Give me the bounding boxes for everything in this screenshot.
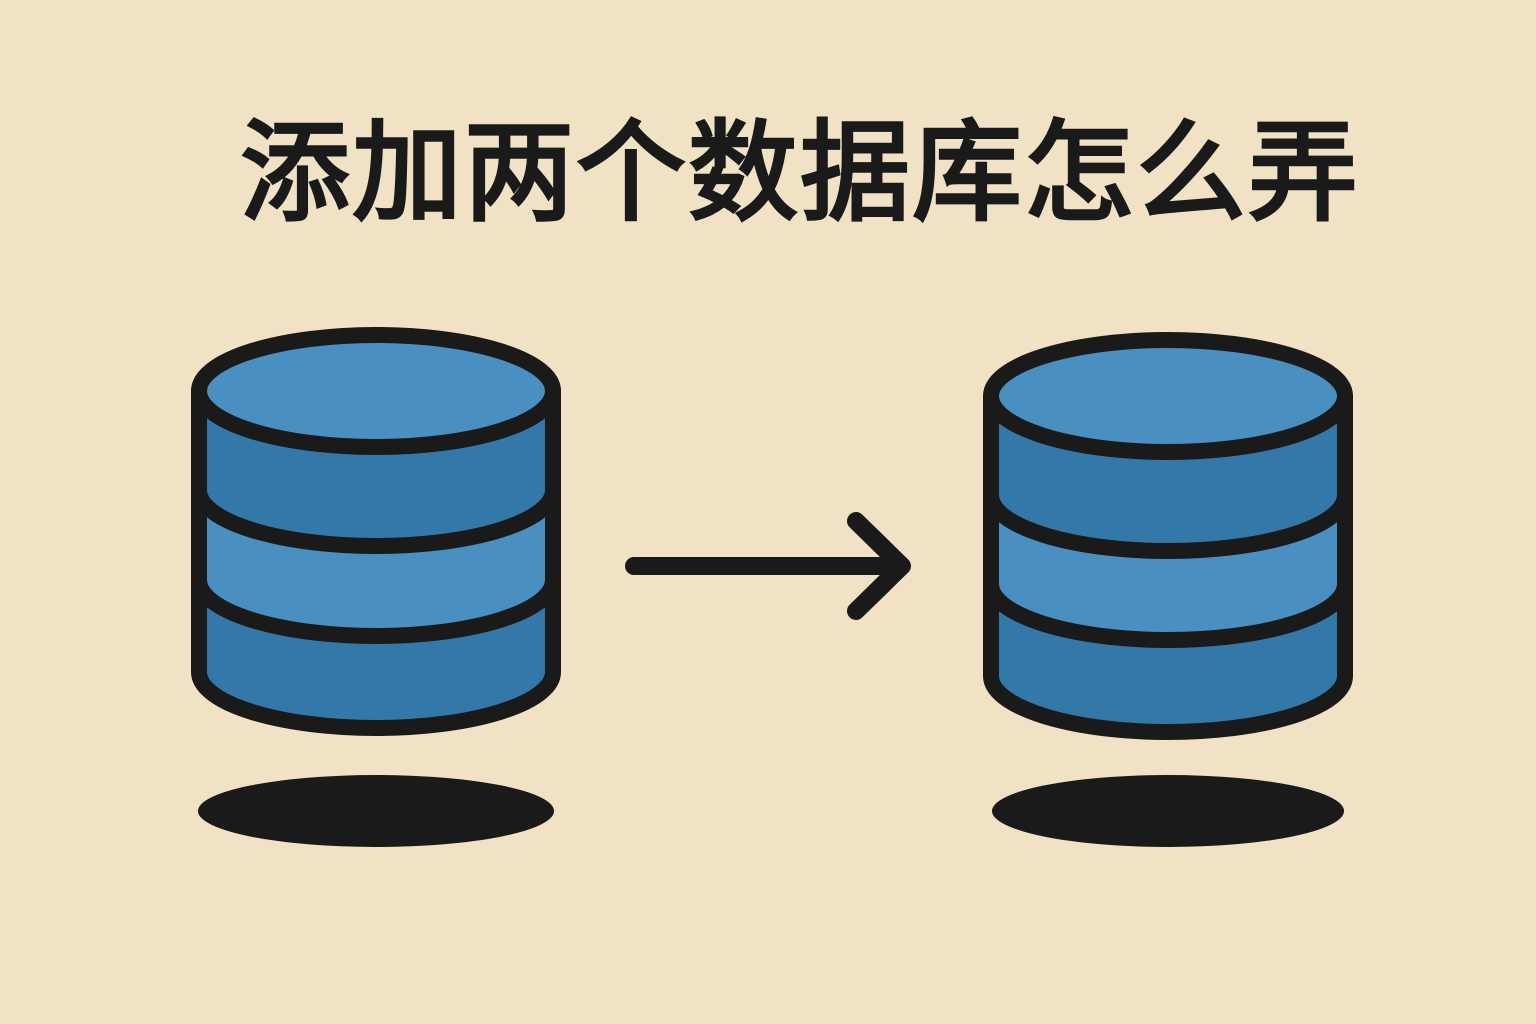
shadow-ellipse [198,775,554,847]
database-icon [191,327,561,736]
arrow-head [847,512,911,620]
database-source [191,327,561,847]
arrow-right-icon [625,512,911,620]
database-lid [191,327,561,455]
page-title: 添加两个数据库怎么弄 [240,109,1360,237]
database-icon [983,332,1353,740]
database-target [983,332,1353,847]
shadow-ellipse [992,775,1344,847]
database-lid [983,332,1353,460]
